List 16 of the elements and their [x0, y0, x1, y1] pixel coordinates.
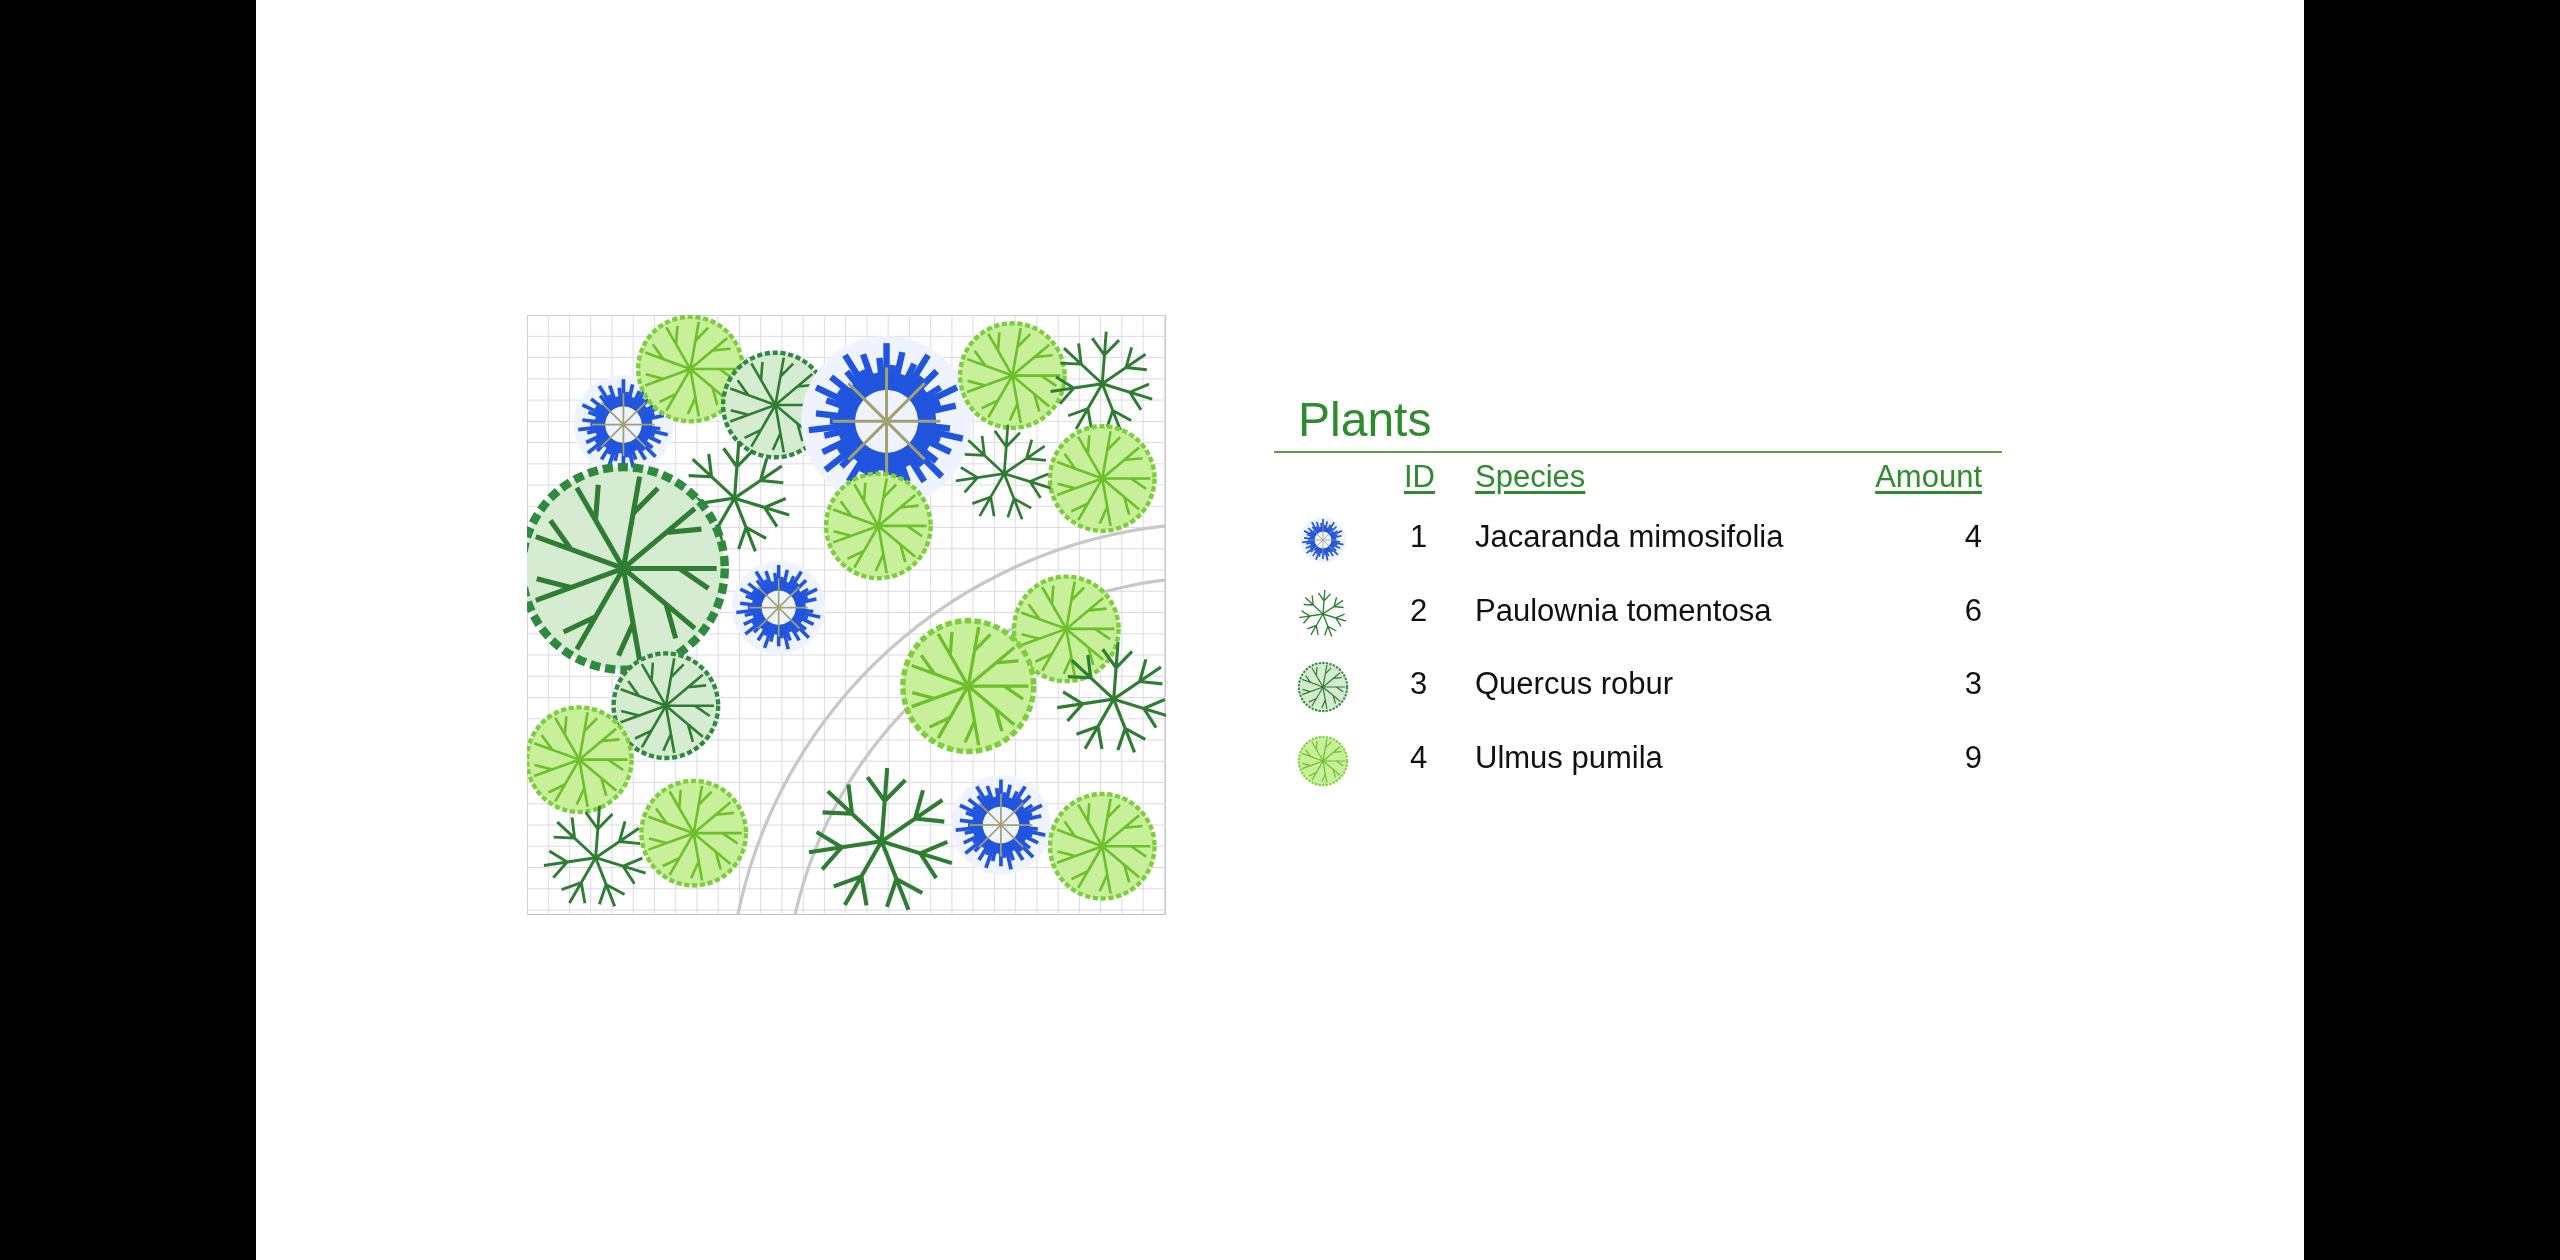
table-cell: 6 [1964, 593, 1982, 628]
table-title: Plants [1298, 392, 1432, 447]
table-cell: Jacaranda mimosifolia [1475, 520, 1784, 555]
table-cell: 3 [1964, 667, 1982, 702]
column-header: Species [1475, 460, 1586, 495]
table-cell: 3 [1410, 667, 1428, 702]
column-header: Amount [1875, 460, 1982, 495]
table-cell: 2 [1410, 593, 1428, 628]
table-cell: Quercus robur [1475, 667, 1674, 702]
table-cell: 4 [1964, 520, 1982, 555]
table-cell: Ulmus pumila [1475, 740, 1663, 775]
table-cell: 4 [1410, 740, 1428, 775]
table-cell: 1 [1410, 520, 1428, 555]
table-cell: 9 [1964, 740, 1982, 775]
table-cell: Paulownia tomentosa [1475, 593, 1772, 628]
column-header: ID [1404, 460, 1435, 495]
